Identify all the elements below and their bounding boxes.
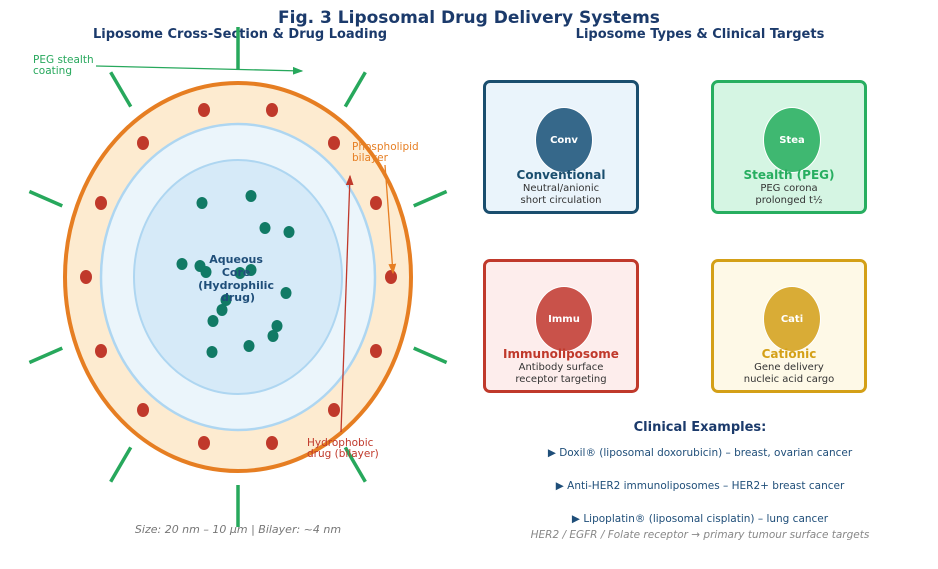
- bilayer-label-line-1: Phospholipid: [352, 141, 419, 153]
- hydrophobic-drug-dot: [95, 196, 107, 210]
- type-abbr: Conv: [550, 134, 578, 146]
- hydrophilic-drug-dot: [220, 294, 232, 306]
- hydrophilic-drug-dot: [267, 330, 279, 342]
- liposome-diagram: Aqueous Core (Hydrophilic drug): [28, 27, 448, 527]
- hydrophobic-drug-dot: [95, 344, 107, 358]
- hydrophobic-drug-dot: [370, 344, 382, 358]
- type-abbr: Immu: [548, 313, 580, 325]
- hydrophilic-drug-dot: [176, 258, 188, 270]
- hydrophobic-drug-dot: [266, 436, 278, 450]
- hydrophilic-drug-dot: [283, 226, 295, 238]
- peg-label-line-1: PEG stealth: [33, 54, 94, 66]
- clinical-heading: Clinical Examples:: [633, 420, 767, 435]
- peg-chain: [413, 346, 448, 365]
- hydrophobic-label-line-2: drug (bilayer): [307, 448, 379, 460]
- peg-chains: [28, 27, 448, 527]
- hydrophobic-label: Hydrophobic drug (bilayer): [307, 438, 379, 460]
- hydrophobic-drug-dot: [385, 270, 397, 284]
- hydrophilic-drug-dot: [196, 197, 208, 209]
- peg-label-line-2: coating: [33, 65, 72, 77]
- hydrophobic-drug-dot: [328, 403, 340, 417]
- peg-label: PEG stealth coating: [33, 55, 94, 77]
- left-panel-title: Liposome Cross-Section & Drug Loading: [92, 27, 388, 42]
- hydrophobic-drugs: [80, 103, 397, 450]
- hydrophobic-drug-dot: [370, 196, 382, 210]
- bilayer-label: Phospholipid bilayer: [352, 142, 419, 164]
- hydrophobic-drug-dot: [137, 136, 149, 150]
- hydrophobic-drug-dot: [266, 103, 278, 117]
- peg-label-arrow: [95, 65, 304, 75]
- type-abbr: Cati: [780, 313, 804, 325]
- peg-chain: [413, 189, 448, 208]
- right-panel-title: Liposome Types & Clinical Targets: [575, 27, 825, 42]
- peg-chain: [109, 71, 133, 108]
- peg-chain: [28, 346, 63, 365]
- clinical-item: ▶ Lipoplatin® (liposomal cisplatin) – lu…: [571, 513, 829, 525]
- bilayer-label-line-2: bilayer: [352, 152, 388, 164]
- hydrophilic-drug-dot: [234, 267, 246, 279]
- hydrophobic-drug-dot: [80, 270, 92, 284]
- type-name: Conventional: [516, 168, 606, 182]
- peg-chain: [343, 71, 367, 108]
- hydrophilic-drug-dot: [216, 304, 228, 316]
- hydrophobic-drug-dot: [137, 403, 149, 417]
- hydrophobic-drug-dot: [198, 103, 210, 117]
- core-label: Aqueous Core (Hydrophilic drug): [198, 253, 278, 304]
- type-name: Stealth (PEG): [743, 168, 835, 182]
- peg-chain: [343, 446, 367, 483]
- size-caption: Size: 20 nm – 10 µm | Bilayer: ~4 nm: [134, 523, 342, 536]
- clinical-item: ▶ Anti-HER2 immunoliposomes – HER2+ brea…: [555, 480, 845, 492]
- hydrophobic-drug-dot: [198, 436, 210, 450]
- hydrophilic-drug-dot: [271, 320, 283, 332]
- clinical-item: ▶ Doxil® (liposomal doxorubicin) – breas…: [547, 447, 853, 459]
- hydrophobic-label-line-1: Hydrophobic: [307, 437, 374, 449]
- hydrophobic-label-arrow: [340, 174, 354, 433]
- hydrophilic-drug-dot: [245, 264, 257, 276]
- liposome-circle-icon: Conv: [535, 107, 593, 173]
- hydrophilic-drug-dot: [207, 315, 219, 327]
- type-name: Cationic: [761, 347, 817, 361]
- liposome-circle-icon: Immu: [535, 286, 593, 352]
- peg-chain: [109, 446, 133, 483]
- bilayer-label-arrow: [384, 164, 397, 275]
- hydrophilic-drugs: [176, 190, 295, 358]
- hydrophilic-drug-dot: [200, 266, 212, 278]
- type-abbr: Stea: [779, 134, 805, 146]
- peg-chain: [28, 189, 63, 208]
- liposome-circle-icon: Stea: [763, 107, 821, 173]
- liposome-circle-icon: Cati: [763, 286, 821, 352]
- hydrophilic-drug-dot: [259, 222, 271, 234]
- figure-title: Fig. 3 Liposomal Drug Delivery Systems: [278, 8, 660, 28]
- hydrophobic-drug-dot: [328, 136, 340, 150]
- clinical-footnote: HER2 / EGFR / Folate receptor → primary …: [530, 529, 870, 541]
- hydrophilic-drug-dot: [245, 190, 257, 202]
- hydrophilic-drug-dot: [206, 346, 218, 358]
- type-name: Immunoliposome: [503, 347, 619, 361]
- hydrophilic-drug-dot: [280, 287, 292, 299]
- hydrophilic-drug-dot: [243, 340, 255, 352]
